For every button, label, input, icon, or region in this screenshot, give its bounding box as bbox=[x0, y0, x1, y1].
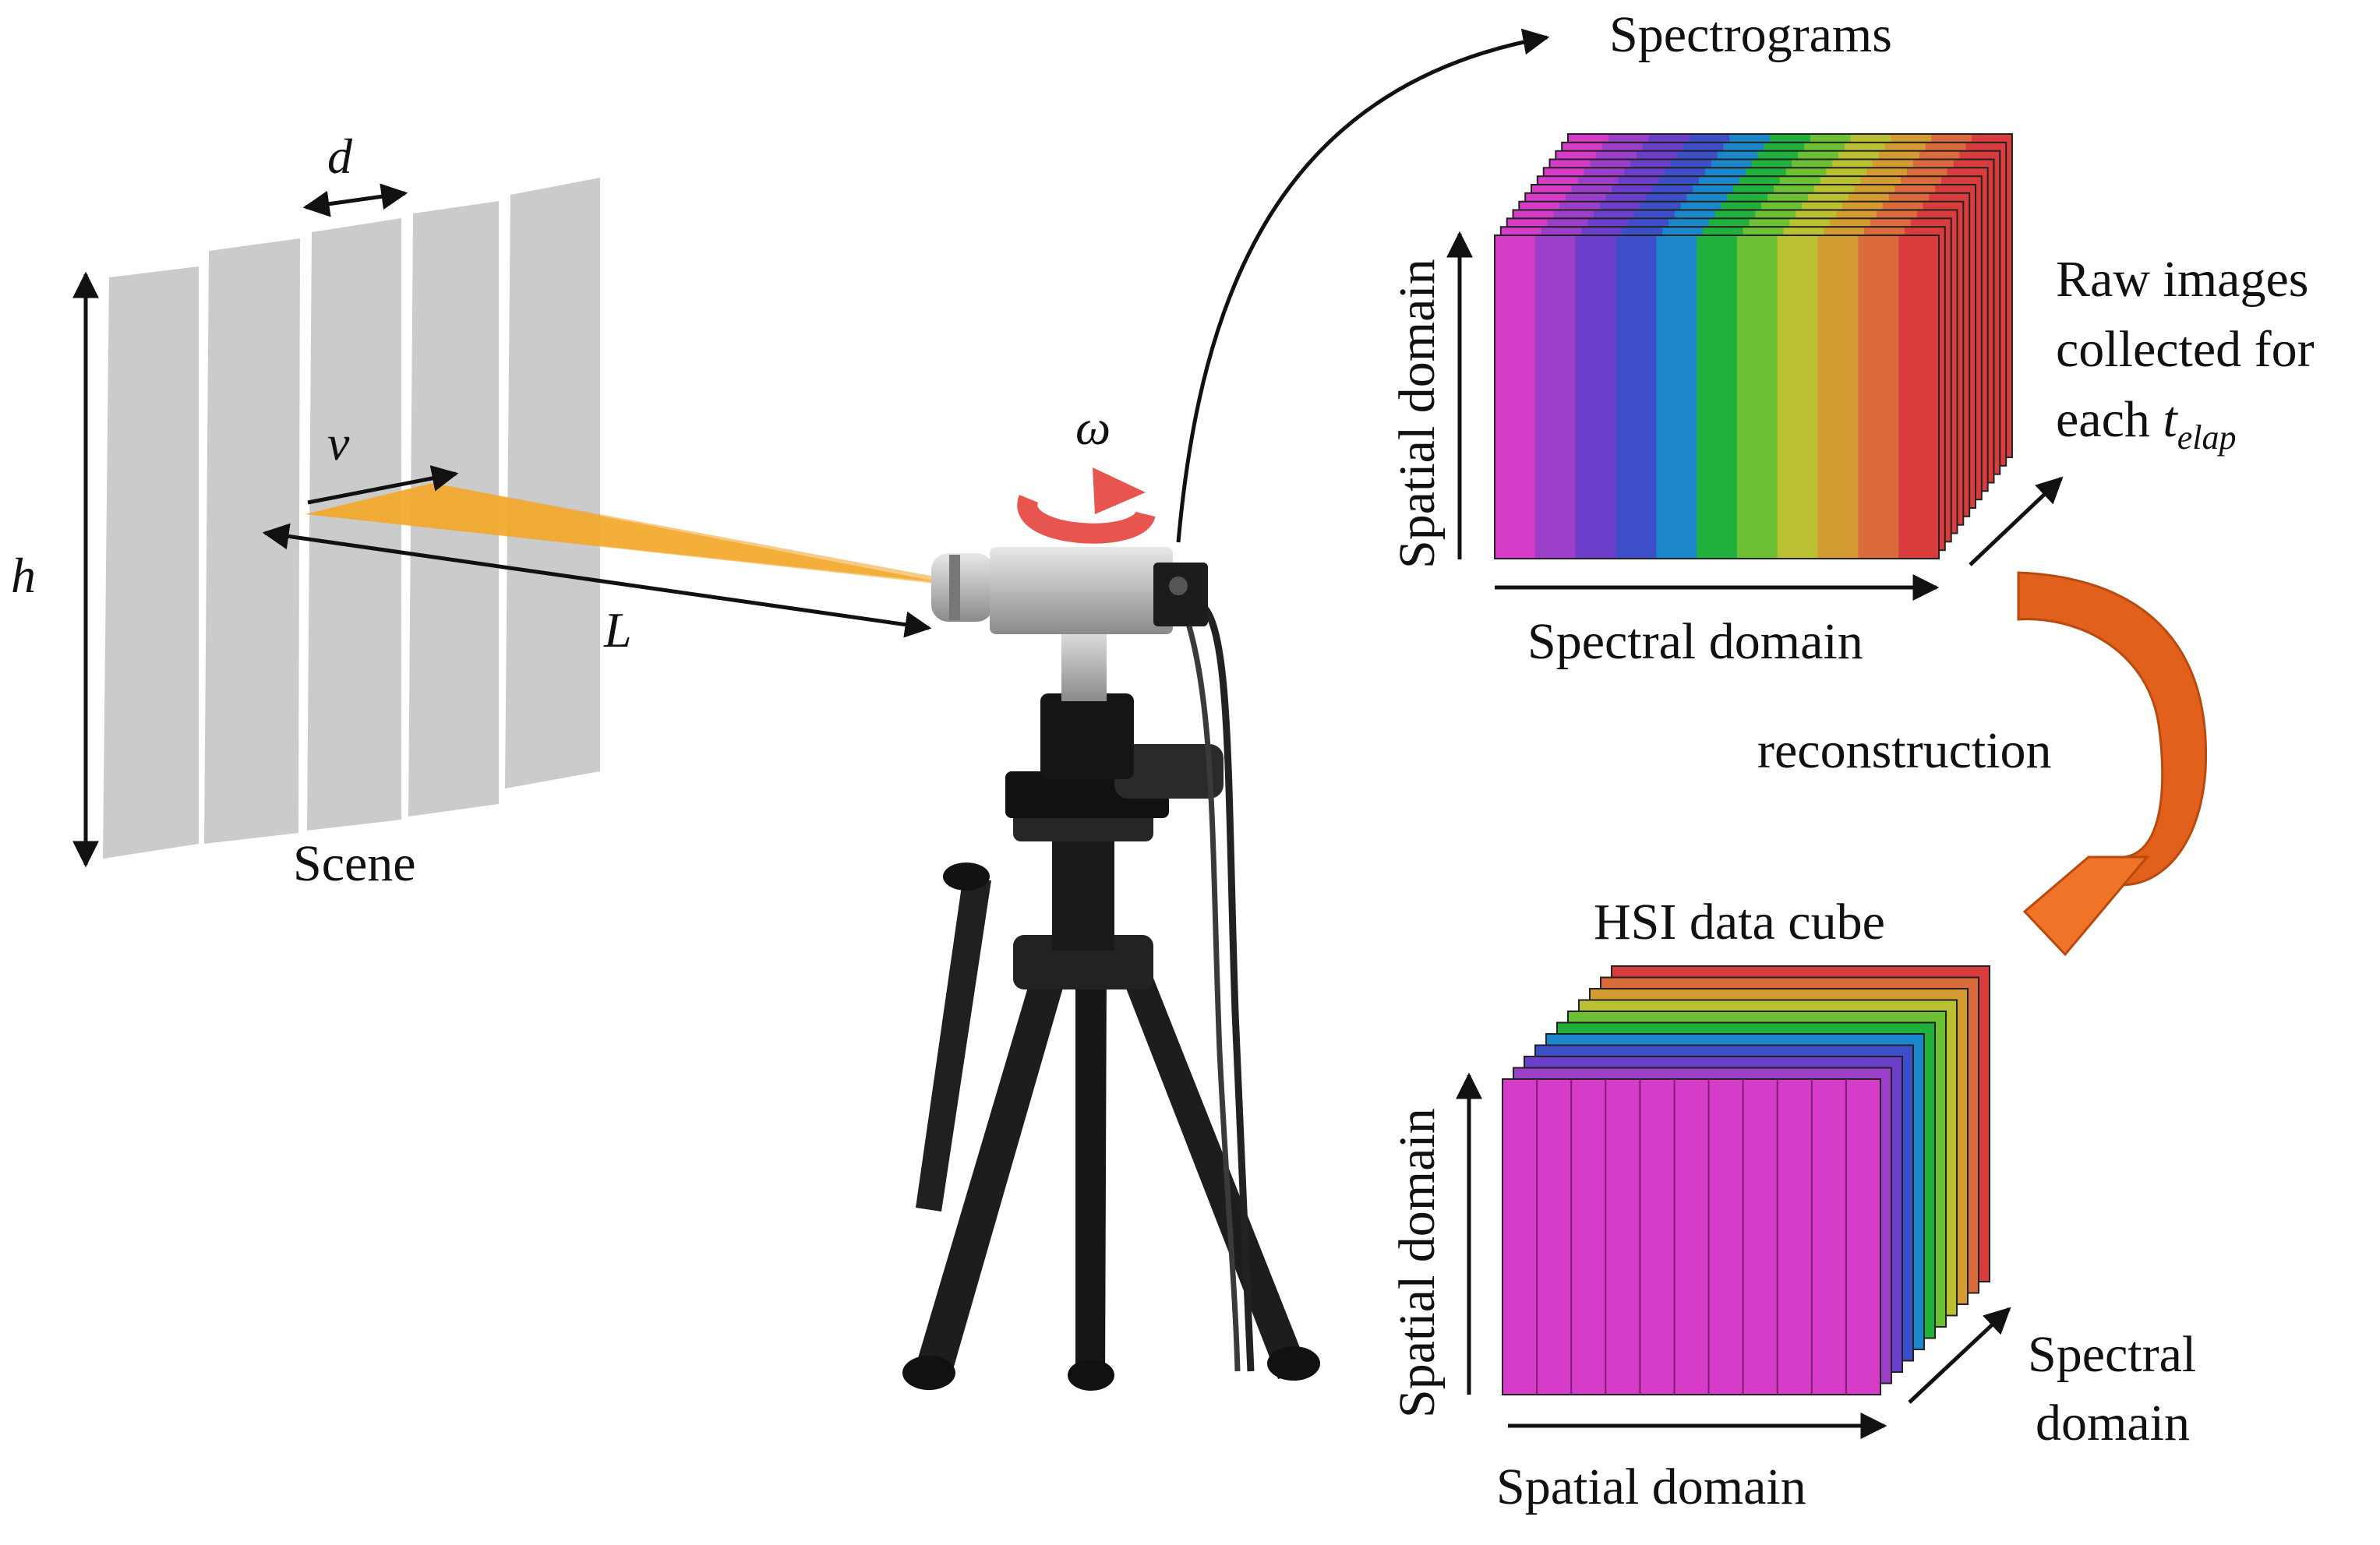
distance-symbol: L bbox=[603, 602, 632, 658]
camera-lens-ring bbox=[949, 555, 960, 620]
spectral-band-stripe bbox=[1616, 235, 1657, 559]
tripod-leg-left bbox=[912, 958, 1069, 1383]
tripod-foot-left bbox=[902, 1356, 955, 1390]
tripod-foot-front bbox=[1068, 1360, 1114, 1391]
spectrograms-y-label: Spatial domain bbox=[1389, 259, 1446, 569]
pan-handle bbox=[916, 880, 991, 1212]
scene: h d v L Scene bbox=[11, 129, 943, 892]
hsi-cube-stack bbox=[1502, 965, 1990, 1395]
tripod-hub bbox=[1013, 935, 1153, 989]
spectrogram-stack bbox=[1494, 133, 2013, 559]
width-dimension-arrow bbox=[302, 183, 408, 217]
spectral-band-stripe bbox=[1656, 235, 1697, 559]
scene-panel bbox=[204, 238, 300, 844]
hsi-depth-label-line1: Spectral bbox=[2028, 1326, 2196, 1383]
spectral-band-stripe bbox=[1858, 235, 1899, 559]
camera-cable-1 bbox=[1198, 601, 1255, 1372]
spectral-band-stripe bbox=[1495, 235, 1536, 559]
rotation-arrow-head bbox=[1093, 467, 1146, 514]
tripod-leg-front bbox=[1075, 966, 1107, 1383]
raw-images-note-line3: each telap bbox=[2056, 391, 2237, 457]
spectral-band-stripe bbox=[1575, 235, 1616, 559]
scene-panel bbox=[103, 266, 199, 859]
spectrogram-layer-border bbox=[1494, 235, 1940, 559]
hsi-y-label: Spatial domain bbox=[1389, 1108, 1446, 1418]
hsi-depth-axis bbox=[1908, 1307, 2011, 1404]
raw-images-note-line1: Raw images bbox=[2056, 251, 2308, 308]
camera-lens bbox=[931, 553, 994, 622]
camera-body bbox=[990, 547, 1173, 634]
spectrogram-front-layer bbox=[1494, 235, 1940, 559]
spectral-band-stripe bbox=[1817, 235, 1859, 559]
tripod-foot-right bbox=[1267, 1346, 1320, 1381]
rotation-motor bbox=[1114, 744, 1224, 799]
height-symbol: h bbox=[11, 548, 36, 603]
raw-images-note-line2: collected for bbox=[2056, 321, 2315, 378]
scene-panel bbox=[505, 178, 600, 788]
reconstruction-arrow-head bbox=[2022, 855, 2150, 957]
spectrograms-depth-axis bbox=[1969, 476, 2064, 566]
camera-post bbox=[1061, 623, 1107, 701]
spectral-band-stripe bbox=[1697, 235, 1738, 559]
spectrograms-title: Spectrograms bbox=[1609, 6, 1892, 63]
camera-rig bbox=[902, 547, 1320, 1391]
rotation-stage bbox=[1040, 693, 1134, 779]
pan-handle-grip bbox=[943, 862, 990, 891]
velocity-arrow bbox=[307, 465, 459, 505]
hsi-cube-title: HSI data cube bbox=[1594, 894, 1885, 951]
spectrograms-x-label: Spectral domain bbox=[1527, 613, 1863, 670]
tripod-leg-right bbox=[1114, 954, 1309, 1379]
camera-cable-2 bbox=[1181, 610, 1241, 1372]
hsi-depth-label-line2: domain bbox=[2036, 1395, 2190, 1452]
spectral-band-stripe bbox=[1534, 235, 1577, 559]
scene-label: Scene bbox=[293, 835, 416, 892]
output-arrow bbox=[1176, 28, 1550, 543]
rotation-indicator: ω bbox=[1017, 400, 1156, 544]
reconstruction-label: reconstruction bbox=[1757, 722, 2052, 779]
hsi-front-band bbox=[1502, 1078, 1881, 1395]
hsi-cube-panel: HSI data cube Spatial domain Spatial dom… bbox=[1389, 894, 2196, 1515]
velocity-symbol: v bbox=[327, 415, 350, 471]
rotation-symbol: ω bbox=[1075, 400, 1111, 455]
width-symbol: d bbox=[327, 129, 353, 184]
hsi-x-label: Spatial domain bbox=[1496, 1459, 1806, 1515]
spectral-band-stripe bbox=[1898, 235, 1940, 559]
distance-arrow bbox=[262, 523, 932, 638]
camera-connector bbox=[1169, 577, 1188, 595]
rotation-arrow bbox=[1017, 495, 1156, 544]
spectrograms-panel: Spectrograms Spatial domain Spectral dom… bbox=[1389, 6, 2315, 670]
scene-panel bbox=[307, 218, 401, 831]
spectral-band-stripe bbox=[1736, 235, 1778, 559]
reconstruction-step: reconstruction bbox=[1757, 571, 2208, 957]
spectral-band-stripe bbox=[1777, 235, 1819, 559]
